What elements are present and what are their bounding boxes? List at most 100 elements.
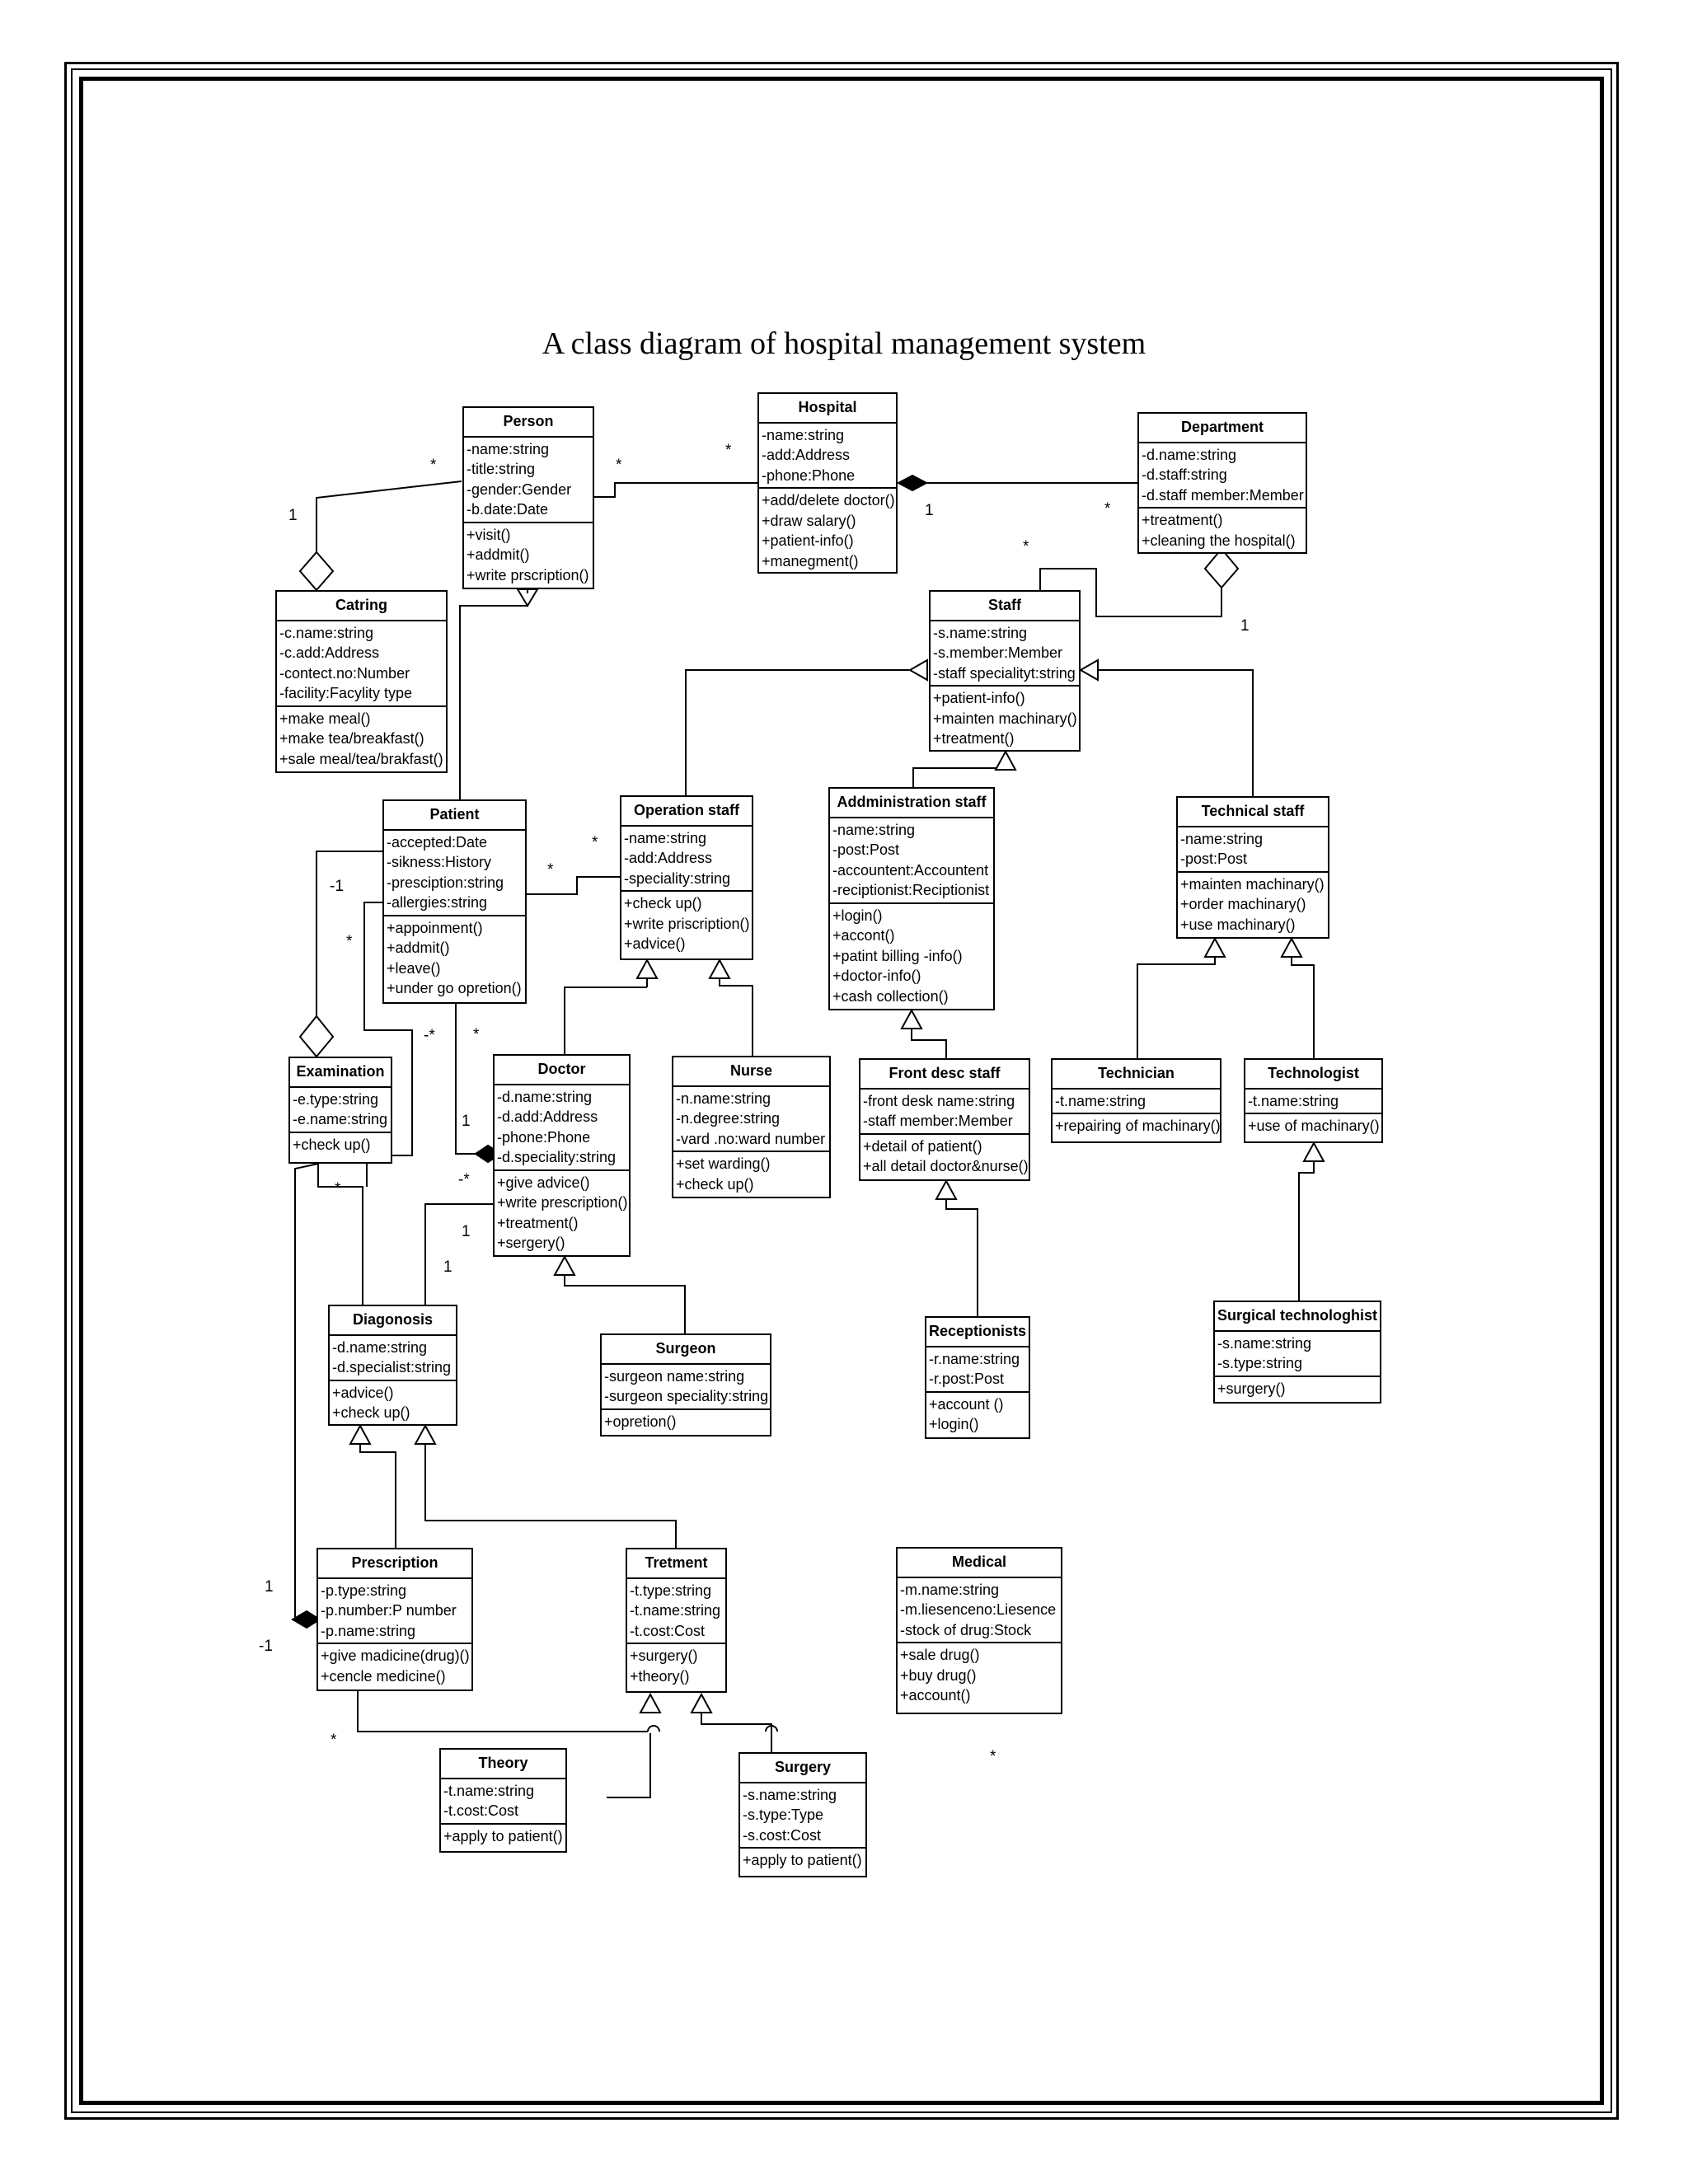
method: +advice() <box>624 935 686 952</box>
attribute: -s.name:string <box>1217 1334 1312 1352</box>
generalization-triangle-doctor <box>553 1254 576 1276</box>
attributes-section: -surgeon name:string -surgeon speciality… <box>602 1362 770 1408</box>
method: +make tea/breakfast() <box>279 730 424 747</box>
multiplicity-label: -1 <box>330 878 344 895</box>
class-hospital: Hospital -name:string -add:Address -phon… <box>757 392 898 574</box>
multiplicity-label: -* <box>424 1027 435 1044</box>
inherit-patient-person <box>459 605 528 799</box>
multiplicity-label: * <box>1023 538 1029 555</box>
methods-section: +surgery() <box>1215 1375 1380 1401</box>
class-name: Hospital <box>798 399 857 415</box>
inherit-prescription <box>359 1444 396 1548</box>
class-catring: Catring -c.name:string -c.add:Address -c… <box>275 590 448 773</box>
attributes-section: -c.name:string -c.add:Address -contect.n… <box>277 619 446 705</box>
class-name: Department <box>1180 419 1264 435</box>
attribute: -s.cost:Cost <box>743 1826 822 1844</box>
attribute: -n.name:string <box>676 1090 771 1107</box>
attribute: -p.name:string <box>321 1622 416 1639</box>
methods-section: +give advice() +write prescription() +tr… <box>495 1169 629 1255</box>
attribute: -p.type:string <box>321 1582 407 1599</box>
attribute: -post:Post <box>1180 851 1248 867</box>
attribute: -t.name:string <box>1248 1092 1339 1109</box>
attribute: -d.name:string <box>332 1338 428 1356</box>
attributes-section: -t.name:string -t.cost:Cost <box>441 1777 565 1823</box>
attribute: -p.number:P number <box>321 1602 457 1619</box>
multiplicity-label: * <box>473 1026 480 1043</box>
method: +accont() <box>832 927 895 944</box>
method: +mainten machinary() <box>933 710 1077 727</box>
class-name: Technician <box>1098 1065 1175 1081</box>
attribute: -stock of drug:Stock <box>900 1621 1032 1638</box>
assoc-examination-diagonosis <box>317 1164 363 1306</box>
class-staff: Staff -s.name:string -s.member:Member -s… <box>929 590 1081 752</box>
aggregation-diamond-examination <box>298 1015 335 1058</box>
class-operation-staff: Operation staff -name:string -add:Addres… <box>620 795 753 960</box>
method: +account() <box>900 1687 971 1704</box>
attribute: -t.type:string <box>630 1582 712 1599</box>
inherit-tretment <box>424 1444 677 1548</box>
method: +leave() <box>387 959 441 977</box>
multiplicity-label: * <box>725 442 732 459</box>
generalization-triangle-operation-right <box>708 958 731 979</box>
inherit-theory <box>607 1733 651 1798</box>
attribute: -d.name:string <box>1142 446 1237 463</box>
diagram-title: A class diagram of hospital management s… <box>542 326 1146 361</box>
method: +opretion() <box>604 1413 677 1430</box>
attribute: -s.type:Type <box>743 1807 824 1823</box>
class-receptionists: Receptionists -r.name:string -r.post:Pos… <box>925 1316 1030 1439</box>
class-theory: Theory -t.name:string -t.cost:Cost +appl… <box>439 1748 567 1853</box>
attribute: -accepted:Date <box>387 833 488 851</box>
attribute: -accountent:Accountent <box>832 861 989 879</box>
attributes-section: -t.name:string <box>1245 1087 1381 1113</box>
attribute: -m.name:string <box>900 1581 1000 1598</box>
class-surgery: Surgery -s.name:string -s.type:Type -s.c… <box>738 1752 867 1877</box>
assoc-prescription-medical <box>357 1691 648 1732</box>
attribute: -r.post:Post <box>929 1371 1005 1387</box>
class-diagonosis: Diagonosis -d.name:string -d.specialist:… <box>328 1305 457 1426</box>
attributes-section: -name:string -post:Post -accountent:Acco… <box>830 816 993 902</box>
multiplicity-label: * <box>616 457 622 474</box>
methods-section: +account () +login() <box>926 1390 1029 1436</box>
method: +treatment() <box>497 1214 579 1231</box>
generalization-triangle-technologist <box>1302 1141 1325 1162</box>
page-border-inner <box>79 77 1604 2105</box>
class-name: Nurse <box>729 1062 773 1079</box>
methods-section: +set warding() +check up() <box>673 1151 829 1196</box>
attribute: -s.type:string <box>1217 1355 1303 1371</box>
inherit-technologist <box>1291 957 1315 1058</box>
attribute: -add:Address <box>624 850 713 866</box>
generalization-triangle-staff-left <box>907 658 928 682</box>
attribute: -d.name:string <box>497 1088 593 1105</box>
attribute: -r.name:string <box>929 1350 1020 1367</box>
assoc-department-staff <box>1039 568 1222 617</box>
method: +cash collection() <box>832 987 949 1005</box>
attribute: -surgeon name:string <box>604 1367 745 1385</box>
class-doctor: Doctor -d.name:string -d.add:Address -ph… <box>493 1054 631 1257</box>
class-tretment: Tretment -t.type:string -t.name:string -… <box>626 1548 727 1693</box>
inherit-surgeon <box>564 1275 686 1333</box>
multiplicity-label: * <box>346 933 353 950</box>
class-name: Person <box>503 413 554 429</box>
generalization-triangle-admin <box>900 1008 923 1029</box>
attributes-section: -s.name:string -s.type:Type -s.cost:Cost <box>740 1781 865 1848</box>
class-medical: Medical -m.name:string -m.liesenceno:Lie… <box>896 1547 1062 1714</box>
attributes-section: -t.type:string -t.name:string -t.cost:Co… <box>627 1577 725 1643</box>
method: +use of machinary() <box>1248 1118 1380 1134</box>
generalization-triangle-technical-left <box>1203 936 1226 958</box>
attribute: -t.name:string <box>630 1602 721 1619</box>
multiplicity-label: * <box>592 834 598 851</box>
method: +appoinment() <box>387 919 483 936</box>
attribute: -c.name:string <box>279 624 374 641</box>
attribute: -gender:Gender <box>467 480 572 498</box>
generalization-triangle-operation-left <box>635 958 659 979</box>
attribute: -front desk name:string <box>863 1092 1015 1109</box>
method: +check up() <box>624 895 702 912</box>
method: +visit() <box>467 526 511 543</box>
class-examination: Examination -e.type:string -e.name:strin… <box>288 1057 392 1164</box>
attribute: -t.name:string <box>443 1782 535 1799</box>
page-border-middle <box>71 68 1612 2113</box>
generalization-triangle-diagonosis-right <box>414 1423 437 1445</box>
methods-section: +surgery() +theory() <box>627 1643 725 1688</box>
multiplicity-label: 1 <box>462 1223 471 1240</box>
